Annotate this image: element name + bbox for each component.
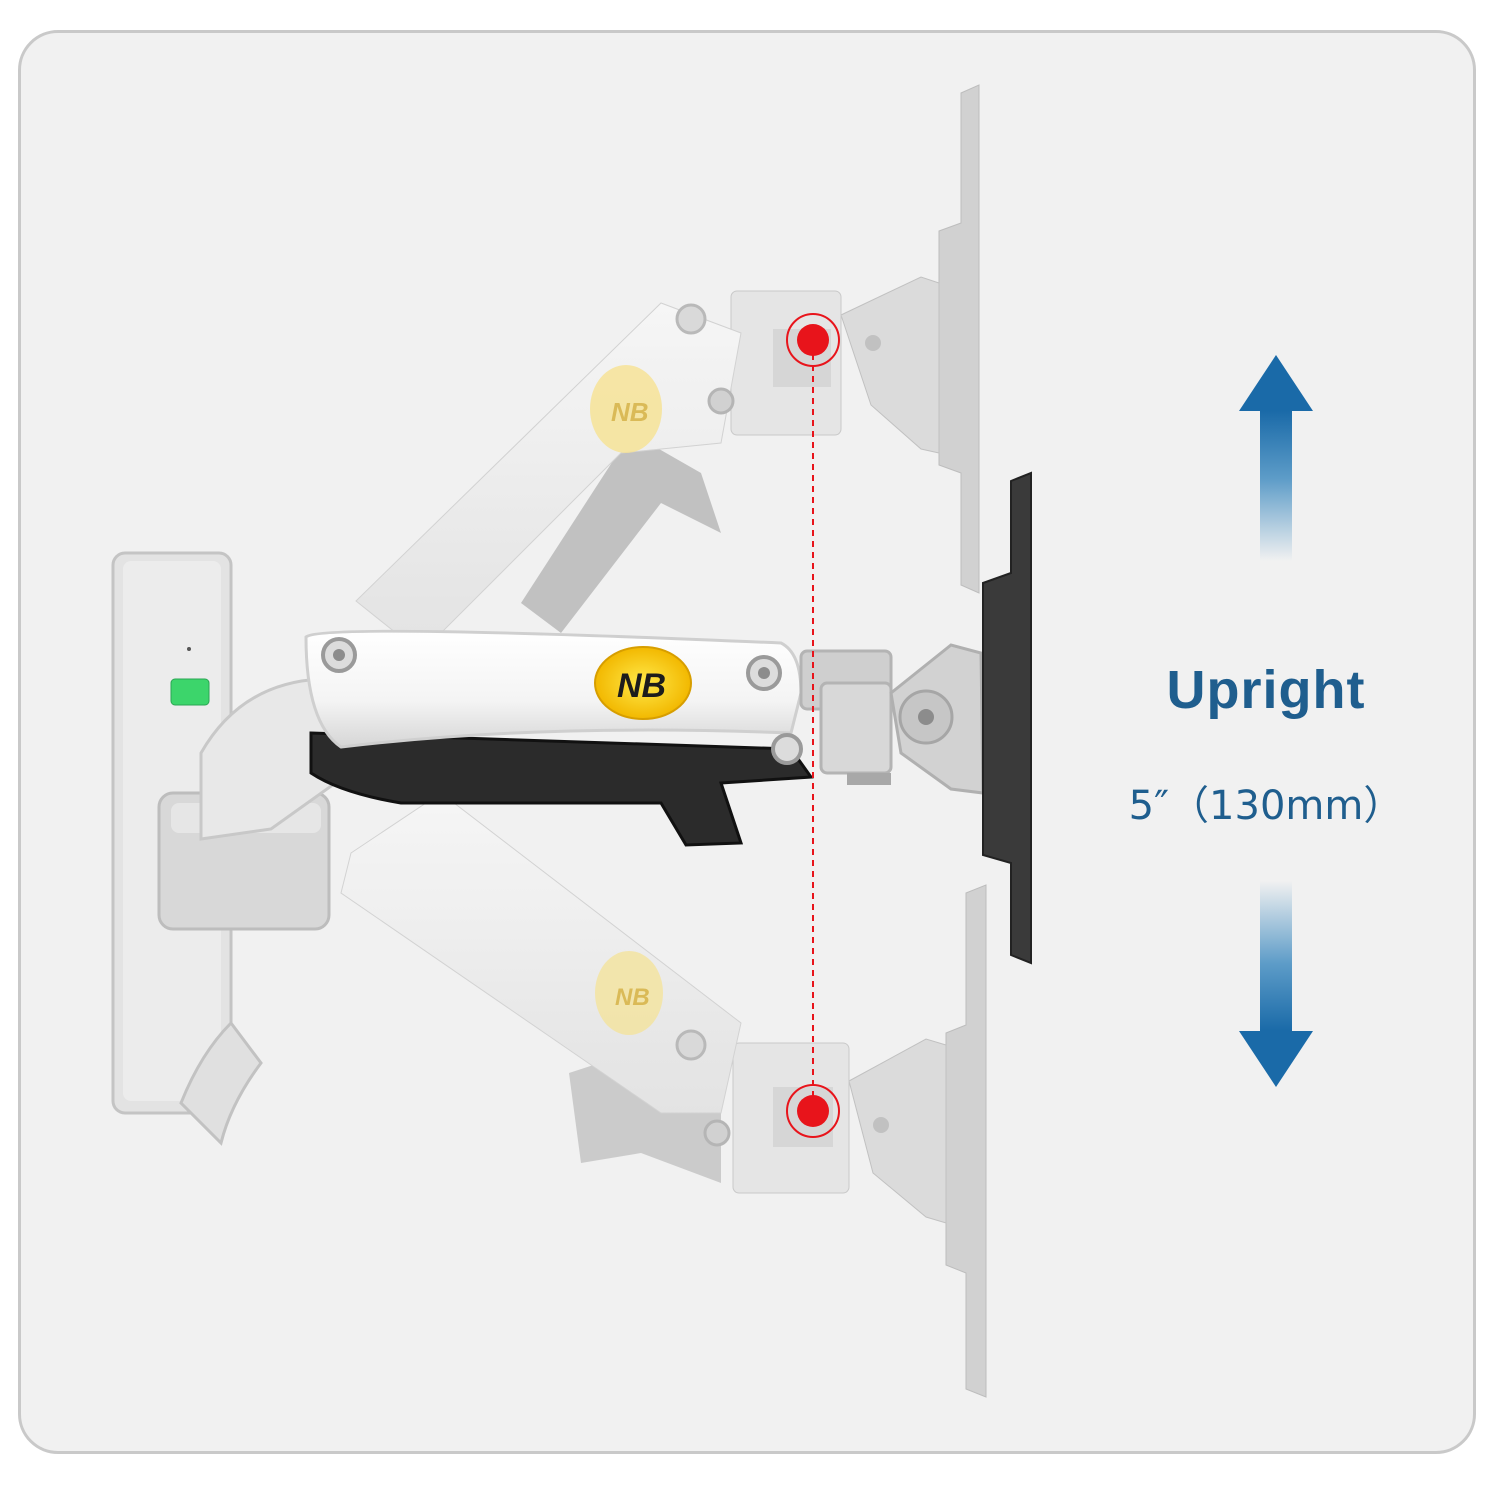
monitor-panel xyxy=(982,471,1032,965)
brand-logo xyxy=(594,646,692,720)
product-frame: NB NB xyxy=(18,30,1476,1454)
ghost-arm-lower: NB xyxy=(340,792,987,1398)
brand-logo-text-ghost-upper: NB xyxy=(611,397,649,427)
brand-logo-text-ghost-lower: NB xyxy=(615,984,650,1011)
main-arm: NB xyxy=(199,471,1032,965)
brand-logo-ghost-lower xyxy=(595,951,663,1035)
monitor-arm-illustration: NB NB xyxy=(111,84,1313,1398)
adjustment-range: 5″（130mm） xyxy=(1128,783,1404,829)
status-indicator xyxy=(170,678,210,706)
brand-logo-ghost-upper xyxy=(590,365,662,453)
red-pivot-marker-icon xyxy=(786,1084,840,1138)
red-pivot-marker-icon xyxy=(786,313,840,367)
wall-mount-plate xyxy=(111,551,331,1146)
arrow-down-icon xyxy=(1239,881,1313,1087)
ghost-arm-upper: NB xyxy=(355,84,980,654)
arrow-up-icon xyxy=(1239,355,1313,561)
brand-logo-text: NB xyxy=(617,667,666,705)
adjustment-title: Upright xyxy=(1166,660,1366,720)
